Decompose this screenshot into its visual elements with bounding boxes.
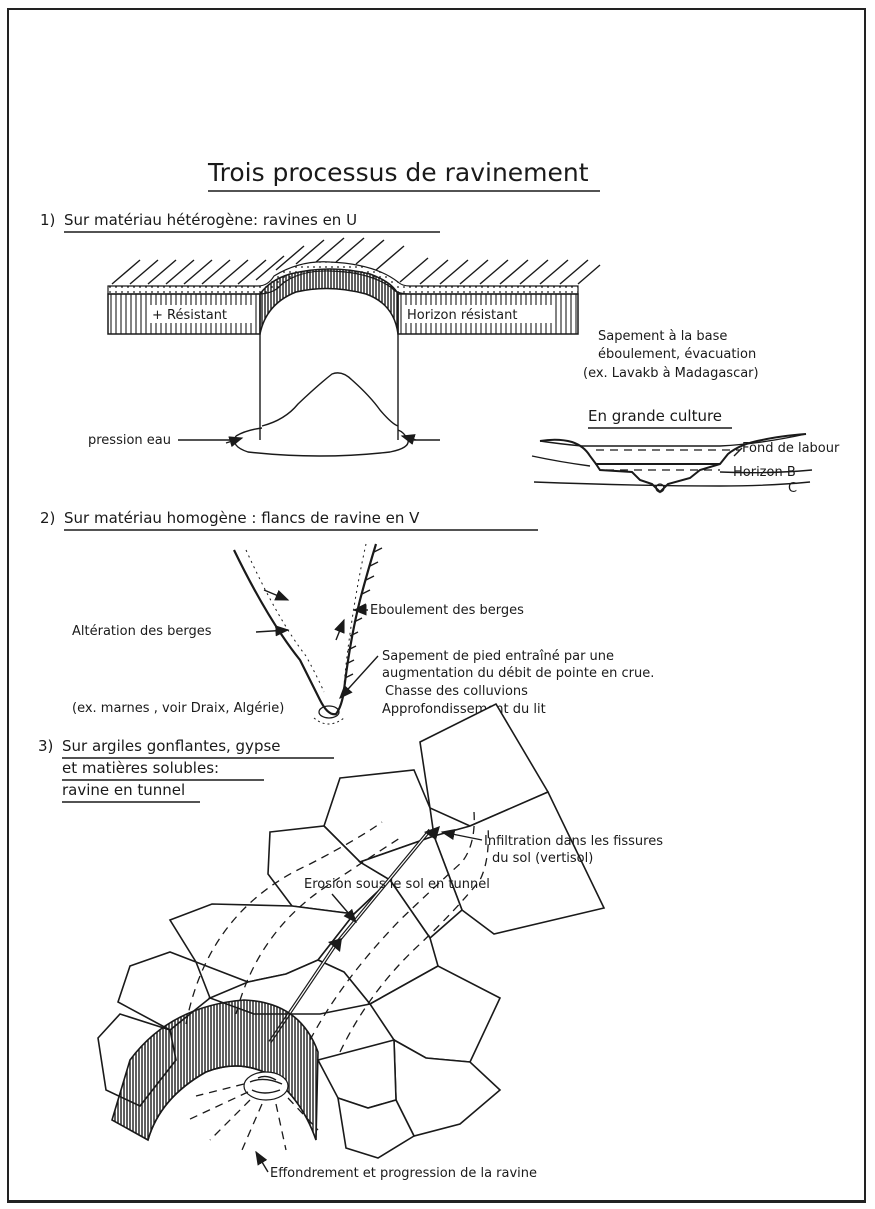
v-gully-profile — [233, 543, 378, 716]
section-3-heading-2: et matières solubles: — [62, 759, 219, 777]
section-3-heading-3: ravine en tunnel — [62, 781, 185, 799]
label-sapement-4: Approfondissement du lit — [382, 702, 546, 717]
note-line-1: Sapement à la base — [598, 329, 727, 344]
label-sapement-2: augmentation du débit de pointe en crue. — [382, 666, 654, 681]
section-3-number: 3) — [38, 737, 53, 755]
label-resistant-right: Horizon résistant — [407, 308, 517, 323]
label-resistant-left: + Résistant — [152, 308, 227, 323]
page-border — [7, 8, 866, 1203]
section-1-heading: Sur matériau hétérogène: ravines en U — [64, 211, 357, 229]
note-line-2: éboulement, évacuation — [598, 347, 756, 362]
soil-plates — [97, 702, 606, 1159]
label-infiltration-1: Infiltration dans les fissures — [484, 834, 663, 849]
radiating-lines — [187, 1083, 319, 1151]
label-effondrement: Effondrement et progression de la ravine — [270, 1166, 537, 1181]
label-infiltration-2: du sol (vertisol) — [492, 851, 593, 866]
label-water-pressure: pression eau — [88, 433, 171, 448]
arrow-bank-collapse — [334, 618, 345, 641]
section-1: 1) Sur matériau hétérogène: ravines en U — [40, 211, 840, 496]
field-cross-section — [531, 433, 813, 494]
undercut-arch — [259, 268, 399, 335]
label-alteration: Altération des berges — [72, 624, 212, 639]
section-2-heading: Sur matériau homogène : flancs de ravine… — [64, 509, 420, 527]
label-eboulement: Eboulement des berges — [370, 603, 524, 618]
arrow-bank-alteration-1 — [263, 589, 290, 601]
label-sapement-3: Chasse des colluvions — [385, 684, 528, 699]
label-horizon-b: Horizon B — [733, 465, 796, 480]
label-example-marnes: (ex. marnes , voir Draix, Algérie) — [72, 701, 284, 716]
colluvium-mound — [261, 372, 399, 427]
diagram-title: Trois processus de ravinement — [207, 158, 589, 187]
section-3: 3) Sur argiles gonflantes, gypse et mati… — [38, 702, 663, 1181]
collapse-hole — [243, 1071, 289, 1101]
label-fond-de-labour: Fond de labour — [742, 441, 840, 456]
surface-hatching — [111, 237, 601, 285]
pressure-arrow-left — [225, 436, 244, 448]
tunnel-outline-left — [185, 821, 383, 1025]
note-line-3: (ex. Lavakb à Madagascar) — [583, 366, 759, 381]
section-1-number: 1) — [40, 211, 55, 229]
culture-heading: En grande culture — [588, 407, 722, 425]
label-erosion-tunnel: Erosion sous le sol en tunnel — [304, 877, 490, 892]
section-2-number: 2) — [40, 509, 55, 527]
pressure-arrow-right — [400, 434, 417, 445]
label-sapement-1: Sapement de pied entraîné par une — [382, 649, 614, 664]
section-2: 2) Sur matériau homogène : flancs de rav… — [40, 509, 654, 725]
tunnel-outline-right — [309, 811, 475, 1041]
section-3-heading-1: Sur argiles gonflantes, gypse — [62, 737, 281, 755]
pool-erosion — [318, 705, 340, 719]
label-horizon-c: C — [788, 481, 797, 496]
